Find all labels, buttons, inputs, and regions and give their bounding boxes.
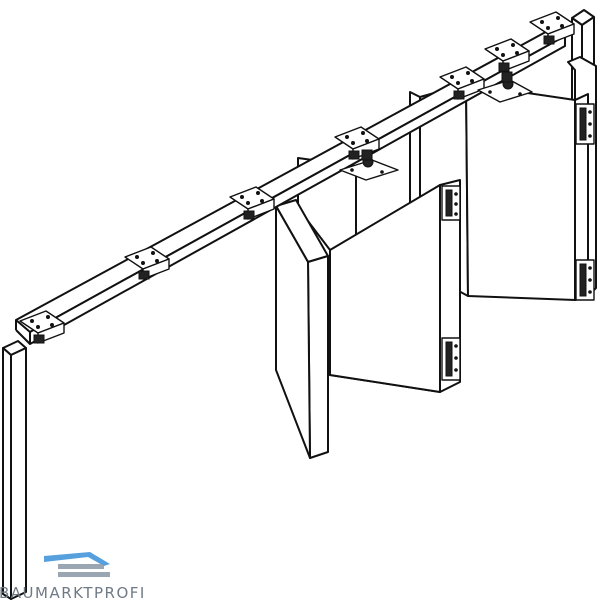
pivot-plate-right xyxy=(477,71,533,103)
mounting-bracket-3 xyxy=(229,186,275,220)
door-panel-left-front xyxy=(275,199,329,459)
mounting-bracket-7 xyxy=(529,11,575,45)
pivot-plate-left xyxy=(339,149,399,181)
mounting-bracket-2 xyxy=(124,246,170,280)
mounting-bracket-6 xyxy=(484,38,530,72)
logo-bar-icon xyxy=(58,564,104,569)
hinge-right-bottom xyxy=(575,259,595,301)
hinge-left-top xyxy=(441,185,461,221)
logo-brand-text: BAUMARKTPROFI xyxy=(0,584,146,600)
hinge-left-bottom xyxy=(441,337,461,381)
mounting-bracket-5 xyxy=(439,66,485,100)
left-post xyxy=(2,340,27,600)
hinge-right-top xyxy=(575,103,595,145)
baumarktprofi-logo: BAUMARKTPROFI xyxy=(0,552,146,600)
mounting-bracket-1 xyxy=(19,310,65,344)
logo-roof-icon xyxy=(44,552,110,566)
mounting-bracket-4 xyxy=(334,126,380,160)
